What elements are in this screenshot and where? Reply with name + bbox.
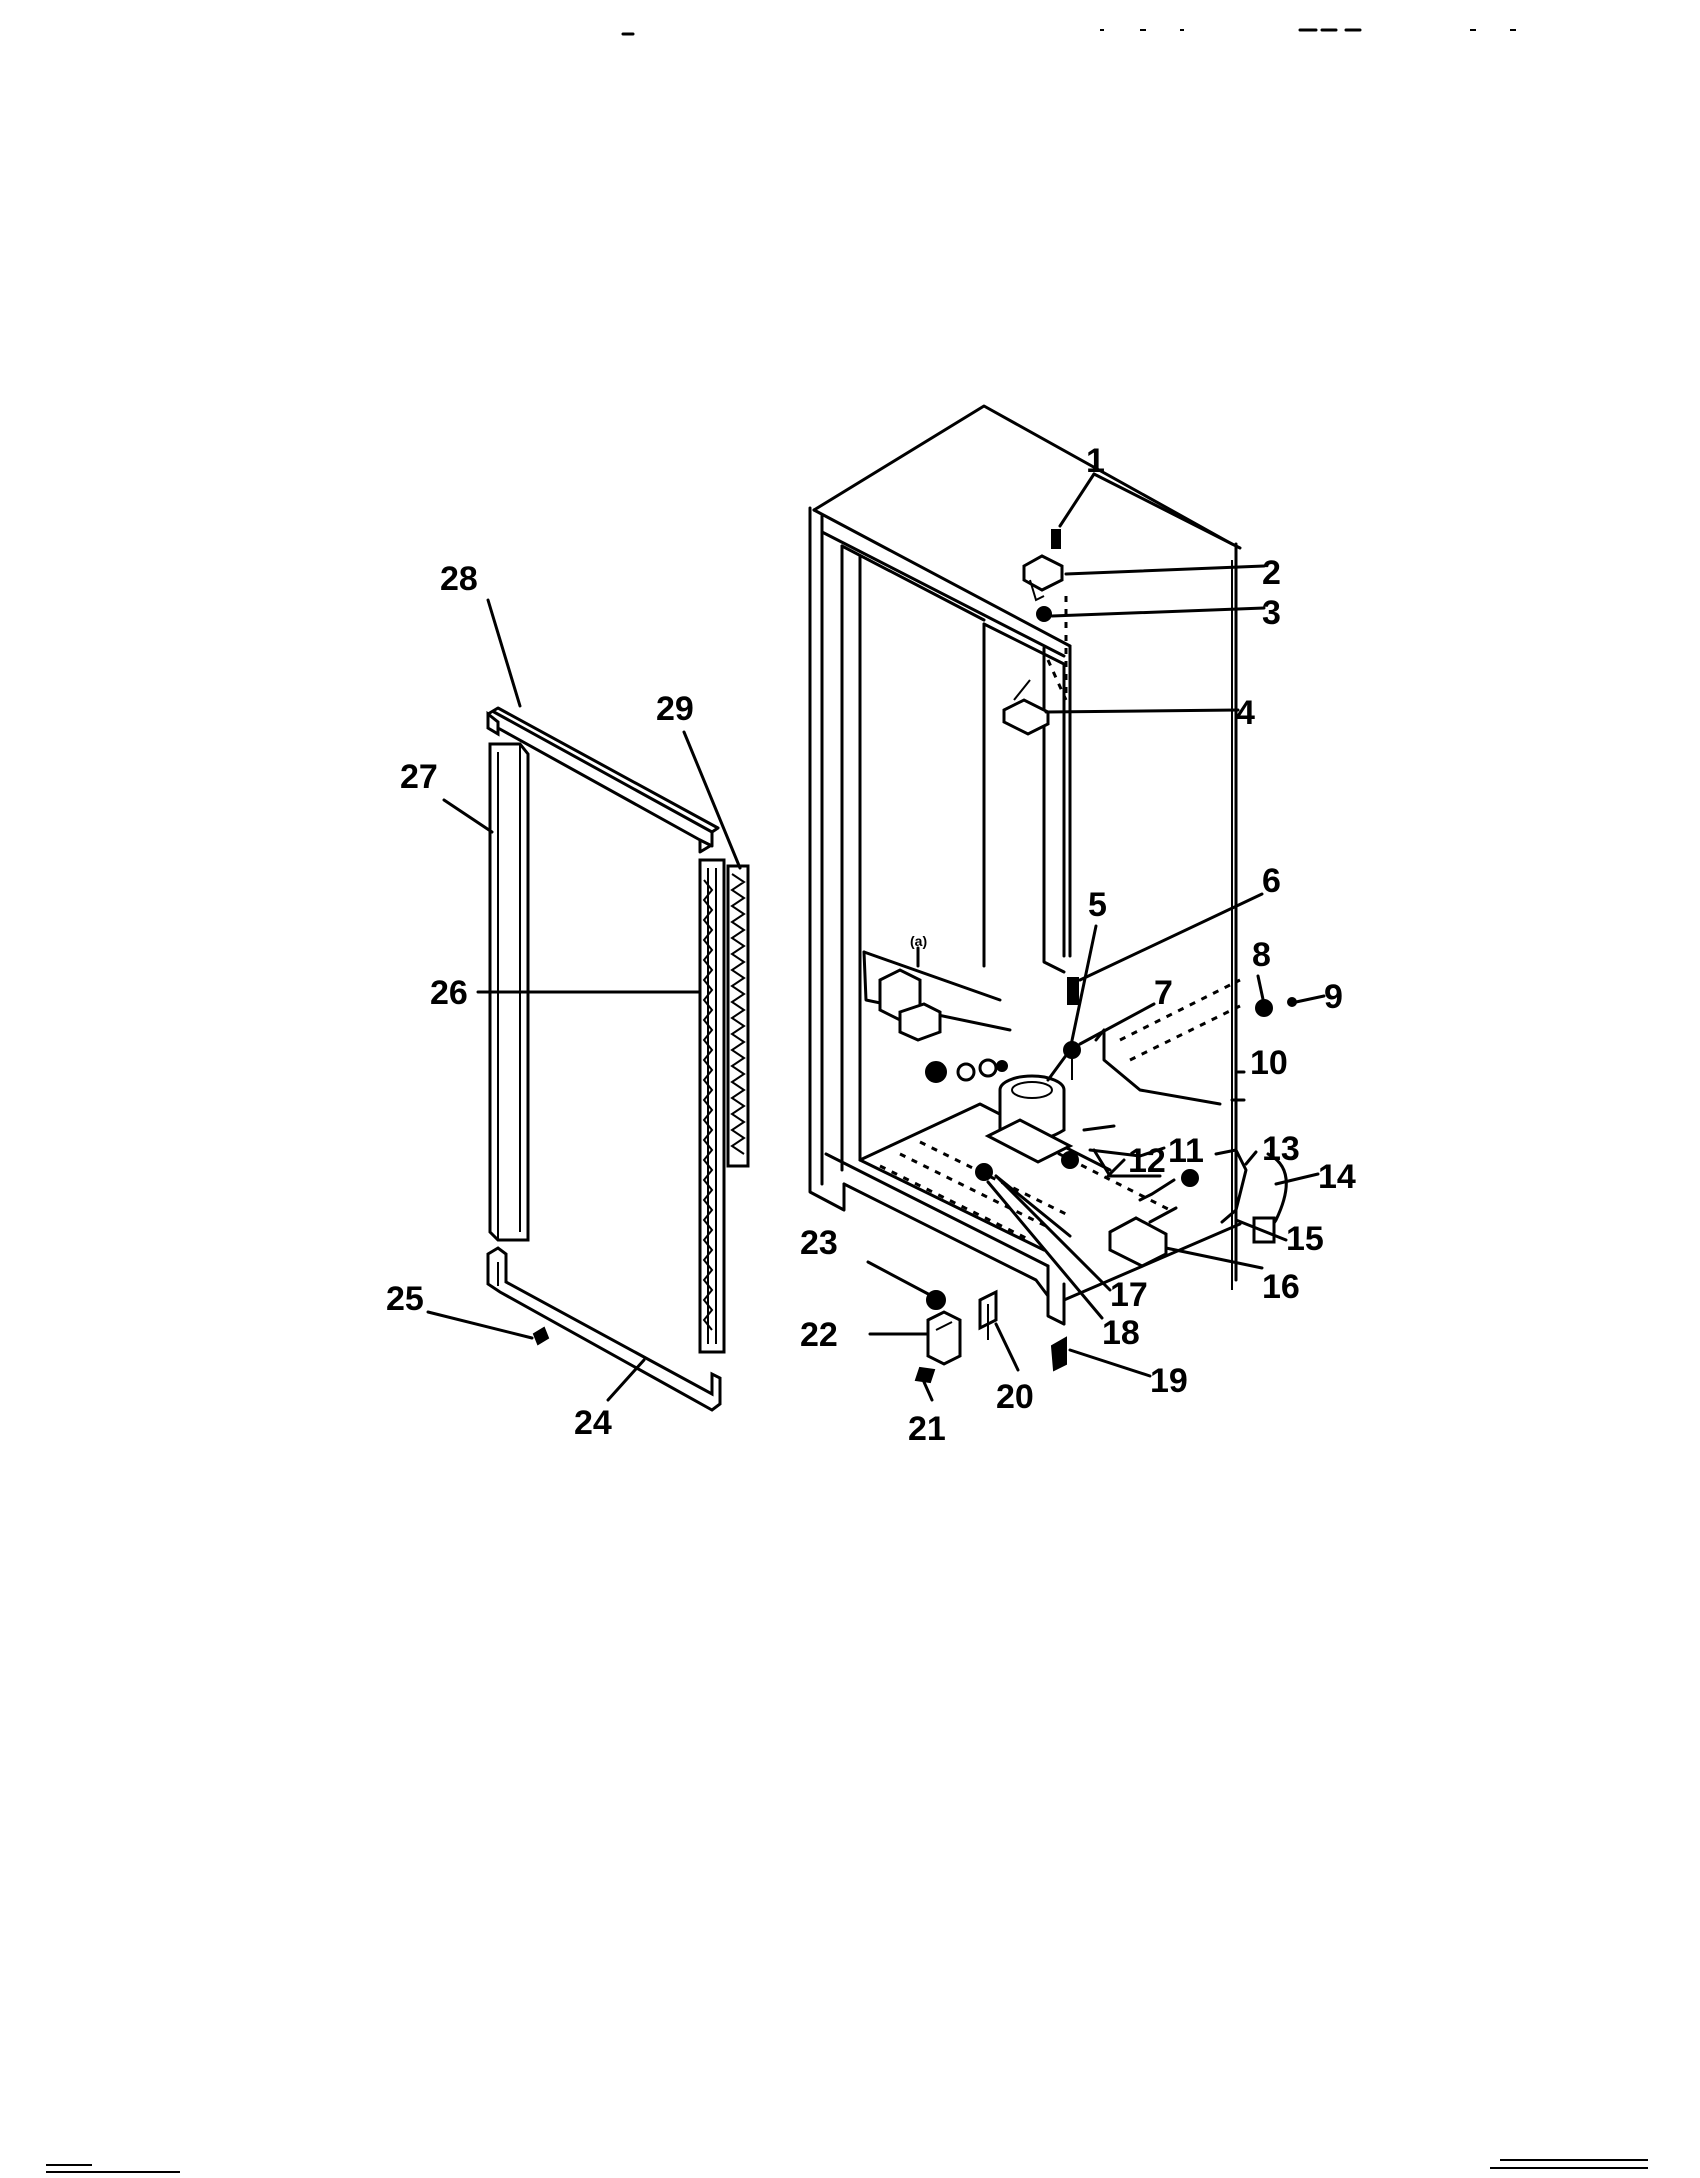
label-part-17: 17 xyxy=(1110,1276,1148,1314)
label-part-3: 3 xyxy=(1262,594,1281,632)
wiring-harness-tag: (a) xyxy=(910,933,927,949)
label-part-28: 28 xyxy=(440,560,478,598)
compressor xyxy=(984,1074,1074,1164)
hinge-screw xyxy=(1051,529,1061,549)
label-part-24: 24 xyxy=(574,1404,612,1442)
cabinet-shell xyxy=(808,404,1242,1326)
leveling-leg xyxy=(1050,1336,1067,1372)
bottom-hinge-screw xyxy=(914,1366,936,1384)
label-part-18: 18 xyxy=(1102,1314,1140,1352)
door-top-breaker-strip xyxy=(486,710,500,737)
door-gasket xyxy=(698,858,726,1354)
label-part-20: 20 xyxy=(996,1378,1034,1416)
label-part-1: 1 xyxy=(1086,442,1105,480)
label-part-7: 7 xyxy=(1154,974,1173,1012)
part-labels: 1 2 3 4 5 6 7 8 9 10 11 12 13 14 15 16 1… xyxy=(386,442,1356,1448)
label-part-23: 23 xyxy=(800,1224,838,1262)
top-hinge-parts xyxy=(1002,529,1068,736)
header-scan-marks xyxy=(621,28,1516,36)
door-assembly xyxy=(486,706,750,1412)
label-part-16: 16 xyxy=(1262,1268,1300,1306)
label-part-15: 15 xyxy=(1286,1220,1324,1258)
label-part-26: 26 xyxy=(430,974,468,1012)
label-part-25: 25 xyxy=(386,1280,424,1318)
door-screw xyxy=(532,1326,550,1346)
drain-pan xyxy=(1108,1216,1168,1268)
hinge-shim xyxy=(1036,606,1052,622)
label-part-9: 9 xyxy=(1324,978,1343,1016)
label-part-14: 14 xyxy=(1318,1158,1356,1196)
drain-tube xyxy=(1214,1148,1248,1224)
label-part-11: 11 xyxy=(1168,1132,1204,1170)
label-part-12: 12 xyxy=(1128,1142,1166,1180)
bottom-hinge xyxy=(926,1310,962,1366)
label-part-22: 22 xyxy=(800,1316,838,1354)
label-part-29: 29 xyxy=(656,690,694,728)
label-part-21: 21 xyxy=(908,1410,946,1448)
label-part-2: 2 xyxy=(1262,554,1281,592)
door-bottom-breaker-strip xyxy=(486,1246,722,1412)
machine-compartment-parts xyxy=(862,950,1297,1268)
label-part-27: 27 xyxy=(400,758,438,796)
label-part-19: 19 xyxy=(1150,1362,1188,1400)
label-part-6: 6 xyxy=(1262,862,1281,900)
bottom-hinge-parts xyxy=(914,1289,1067,1384)
label-part-10: 10 xyxy=(1250,1044,1288,1082)
wiring-harness xyxy=(862,950,1012,1032)
label-part-5: 5 xyxy=(1088,886,1107,924)
label-part-13: 13 xyxy=(1262,1130,1300,1168)
footer-scan-marks xyxy=(46,2159,1648,2173)
label-part-8: 8 xyxy=(1252,936,1271,974)
compressor-grommet xyxy=(1067,977,1079,1005)
label-part-4: 4 xyxy=(1236,694,1255,732)
leader-lines xyxy=(426,472,1326,1402)
hinge-bracket xyxy=(1002,698,1050,736)
top-hinge xyxy=(1022,554,1064,592)
